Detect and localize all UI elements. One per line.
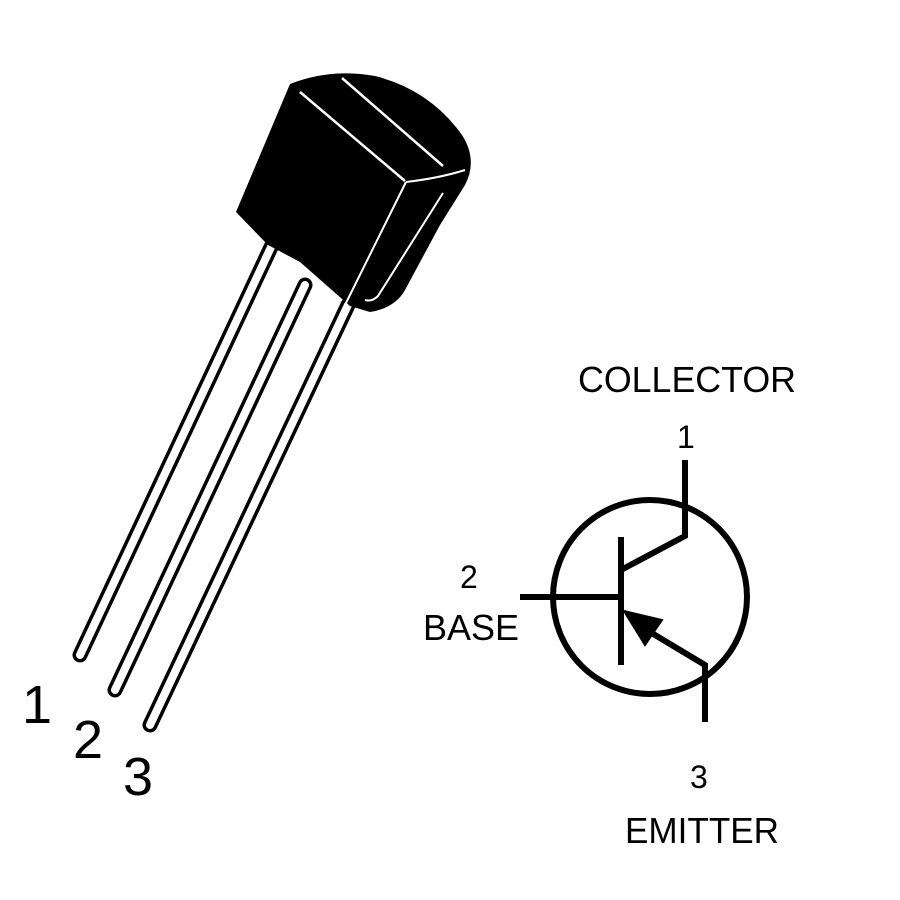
package-leads <box>72 237 356 733</box>
lead-3 <box>142 297 356 733</box>
emitter-pin-number: 3 <box>690 759 708 795</box>
to92-package-body <box>236 73 471 312</box>
package-pin-1-number: 1 <box>22 675 52 735</box>
lead-2 <box>107 277 313 698</box>
emitter-lead <box>648 629 708 722</box>
pnp-transistor-symbol <box>520 460 750 722</box>
collector-pin-number: 1 <box>677 419 695 455</box>
emitter-label: EMITTER <box>625 810 779 851</box>
package-pin-3-number: 3 <box>123 747 153 807</box>
emitter-arrow-icon <box>621 609 664 647</box>
collector-lead <box>619 460 688 573</box>
package-pin-2-number: 2 <box>73 710 103 770</box>
collector-label: COLLECTOR <box>578 359 796 400</box>
base-pin-number: 2 <box>460 559 478 595</box>
base-label: BASE <box>423 607 519 648</box>
lead-1 <box>72 237 280 663</box>
